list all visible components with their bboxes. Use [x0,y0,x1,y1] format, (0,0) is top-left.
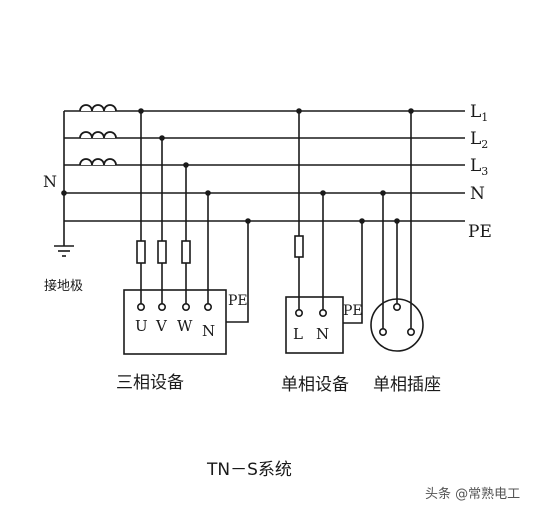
fuse-v [157,240,167,264]
terminal-label-u: U [135,317,148,335]
single-phase-socket [370,111,424,352]
coil-l3 [79,158,117,166]
three-phase-device [123,111,249,355]
junction-n1 [320,190,326,196]
terminal-w [182,302,191,311]
pe-label-three: PE [228,293,248,309]
junction-l [296,108,302,114]
terminal-n1 [318,308,327,317]
fuse-w [181,240,191,264]
caption-socket: 单相插座 [373,375,441,395]
single-phase-box [285,296,344,354]
terminal-v [158,302,167,311]
bus-label-l2: L2 [470,129,488,151]
junction-v [159,135,165,141]
pe-link-three [226,221,249,323]
ground-label: 接地极 [44,278,83,294]
junction-pe3 [245,218,251,224]
junction-n3 [205,190,211,196]
terminal-label-n3: N [202,322,215,340]
junction-dots [61,108,414,224]
system-title: TN－S系统 [206,460,292,480]
terminal-label-l: L [293,325,303,343]
bus-label-n: N [470,184,485,204]
coil-l2 [79,131,117,139]
junction-socket-n [380,190,386,196]
terminal-l [294,308,303,317]
pe-label-single: PE [343,303,363,319]
socket-pin-left [378,327,387,336]
caption-three-phase: 三相设备 [116,373,184,393]
single-phase-device [285,111,363,354]
fuse-l [294,235,304,258]
junction-socket-l [408,108,414,114]
coil-l1 [79,104,117,112]
bus-label-l3: L3 [470,156,488,178]
socket-pin-right [406,327,415,336]
pe-link-single [343,221,363,324]
neutral-label: N [43,172,57,191]
caption-single-phase: 单相设备 [281,375,349,395]
bus-label-pe: PE [468,222,492,242]
terminal-n3 [204,302,213,311]
bus-label-l1: L1 [470,102,488,124]
junction-pe1 [359,218,365,224]
neutral-ground [54,111,74,257]
transformer-coils [79,104,117,166]
terminal-label-n1: N [316,325,329,343]
junction-socket-pe [394,218,400,224]
junction-neutral [61,190,67,196]
junction-w [183,162,189,168]
junction-u [138,108,144,114]
bus-lines [64,110,465,222]
socket-pin-top [392,302,401,311]
watermark: 头条 @常熟电工 [425,486,520,502]
terminal-u [137,302,146,311]
terminal-label-v: V [155,317,168,335]
fuse-u [136,240,146,264]
terminal-label-w: W [177,317,193,335]
